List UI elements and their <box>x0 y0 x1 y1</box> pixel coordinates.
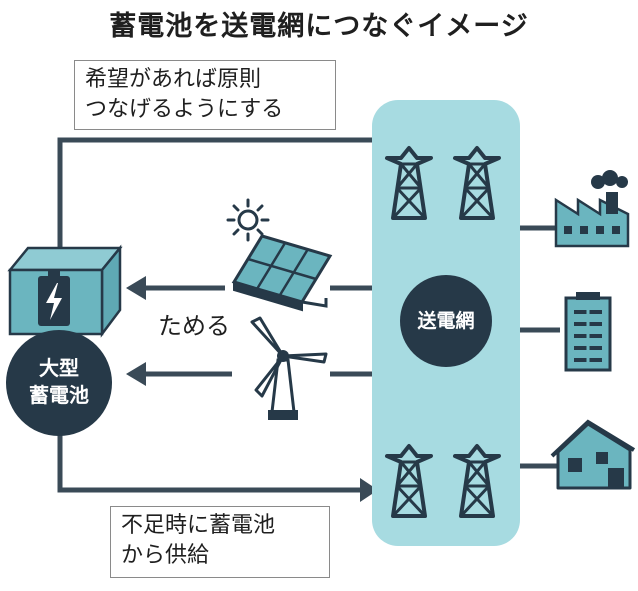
battery-icon <box>7 244 123 338</box>
callout-supply-when-short: 不足時に蓄電池 から供給 <box>110 506 330 578</box>
wind-turbine-icon <box>250 316 328 420</box>
callout-connect-principle: 希望があれば原則 つなげるようにする <box>74 60 336 130</box>
house-icon <box>550 419 636 490</box>
battery-label-line: 大型 <box>39 356 79 380</box>
sun-icon <box>226 198 270 242</box>
line-grid-to-battery-top <box>57 137 372 250</box>
grid-node <box>400 275 492 367</box>
arrow-to-grid <box>360 478 378 502</box>
callout-line: から供給 <box>121 543 210 568</box>
callout-line: つなげるようにする <box>85 97 284 122</box>
office-building-icon <box>564 292 612 372</box>
factory-icon <box>554 170 630 248</box>
arrow-solar-to-battery <box>126 276 146 300</box>
arrow-wind-to-battery <box>126 362 146 386</box>
connector-lines <box>57 137 560 502</box>
battery-node <box>6 330 112 436</box>
solar-panel-icon <box>231 234 333 312</box>
callout-line: 希望があれば原則 <box>85 67 262 92</box>
battery-label-line: 蓄電池 <box>29 383 89 407</box>
callout-line: 不足時に蓄電池 <box>121 513 276 538</box>
transmission-tower-icon <box>385 146 433 220</box>
transmission-tower-icon <box>453 444 501 518</box>
line-battery-to-grid-bottom <box>57 432 360 493</box>
diagram-title: 蓄電池を送電網につなぐイメージ <box>109 11 529 42</box>
battery-label: 大型 蓄電池 <box>6 355 112 409</box>
transmission-tower-icon <box>385 444 433 518</box>
store-label: ためる <box>158 312 230 340</box>
grid-label: 送電網 <box>417 310 475 332</box>
transmission-tower-icon <box>453 146 501 220</box>
